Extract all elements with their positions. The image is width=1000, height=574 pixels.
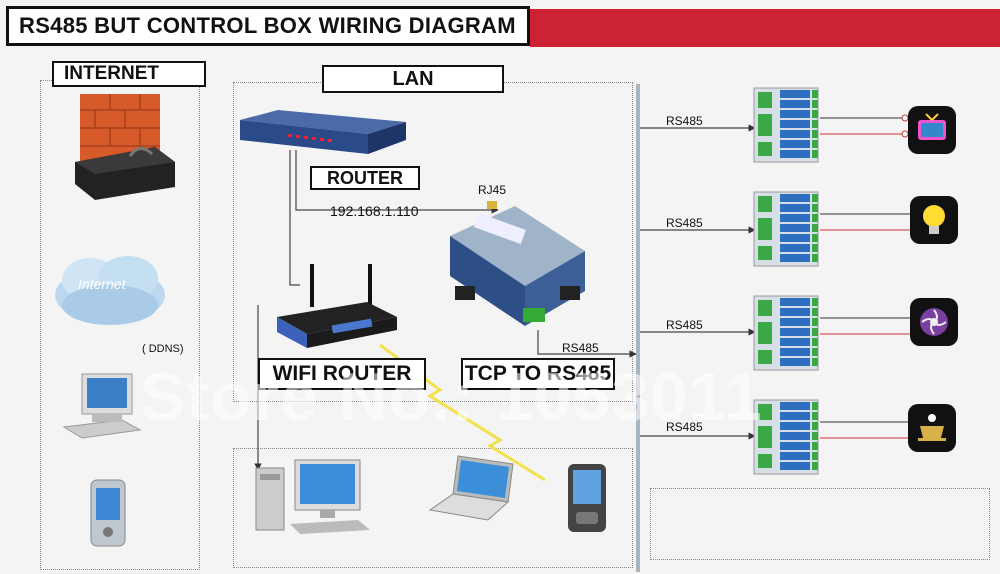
header-accent-bar	[530, 9, 1000, 47]
ip-address-label: 192.168.1.110	[330, 203, 419, 219]
client-devices-region	[233, 448, 633, 568]
internet-pc	[62, 372, 142, 447]
firewall-modem	[70, 92, 180, 202]
rs485-label-4: RS485	[666, 420, 703, 434]
wifi-router-device	[272, 262, 402, 352]
relay-board	[752, 292, 820, 372]
bulb-icon	[910, 196, 958, 244]
store-watermark: Store No.: 1053011	[140, 359, 763, 435]
extra-region	[650, 488, 990, 560]
laptop	[428, 454, 518, 524]
router-label: ROUTER	[310, 166, 420, 190]
router-device	[238, 108, 408, 158]
internet-phone	[88, 478, 128, 548]
relay-board	[752, 188, 820, 268]
rj45-label: RJ45	[478, 183, 507, 197]
converter-label: TCP TO RS485	[461, 358, 615, 390]
wifi-router-label: WIFI ROUTER	[258, 358, 426, 390]
lan-section-label: LAN	[322, 65, 504, 93]
page-title: RS485 BUT CONTROL BOX WIRING DIAGRAM	[6, 6, 530, 46]
relay-board	[752, 84, 820, 164]
fan-icon	[910, 298, 958, 346]
converter-rs485-label: RS485	[562, 341, 599, 355]
rs485-label-1: RS485	[666, 114, 703, 128]
rs485-label-2: RS485	[666, 216, 703, 230]
internet-cloud: Internet	[50, 250, 170, 330]
cloud-label: Internet	[78, 276, 126, 292]
coffee-icon	[908, 404, 956, 452]
tv-icon	[908, 106, 956, 154]
internet-section-label: INTERNET	[52, 61, 206, 87]
relay-board	[752, 396, 820, 476]
ddns-label: ( DDNS)	[142, 343, 184, 355]
tcp-rs485-converter	[445, 196, 595, 336]
desktop-pc	[250, 458, 385, 538]
rs485-label-3: RS485	[666, 318, 703, 332]
pda-device	[562, 462, 612, 534]
